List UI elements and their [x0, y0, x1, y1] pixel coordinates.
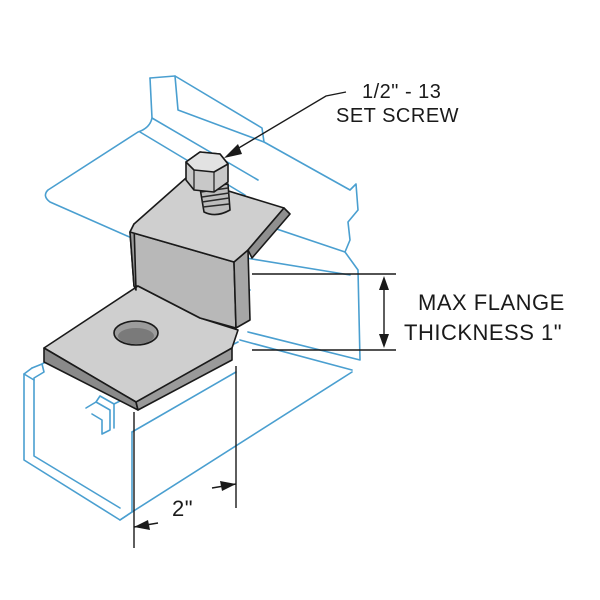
set-screw-name-label: SET SCREW — [336, 105, 459, 127]
clamp-body — [43, 177, 291, 411]
flange-thickness-label: THICKNESS 1" — [404, 320, 562, 345]
clamp-lower-side-face — [135, 347, 233, 411]
set-screw-size-label: 1/2" - 13 — [362, 81, 441, 103]
width-dimension — [133, 366, 237, 548]
strut-channel-outline — [23, 319, 353, 521]
flange-thickness-dimension — [252, 273, 396, 351]
set-screw-leader — [224, 91, 347, 158]
clamp-bend-side — [233, 249, 251, 329]
max-flange-label: MAX FLANGE — [418, 290, 565, 315]
width-label: 2" — [172, 496, 193, 521]
clamp-upper-lip — [247, 207, 291, 259]
set-screw — [185, 151, 231, 216]
